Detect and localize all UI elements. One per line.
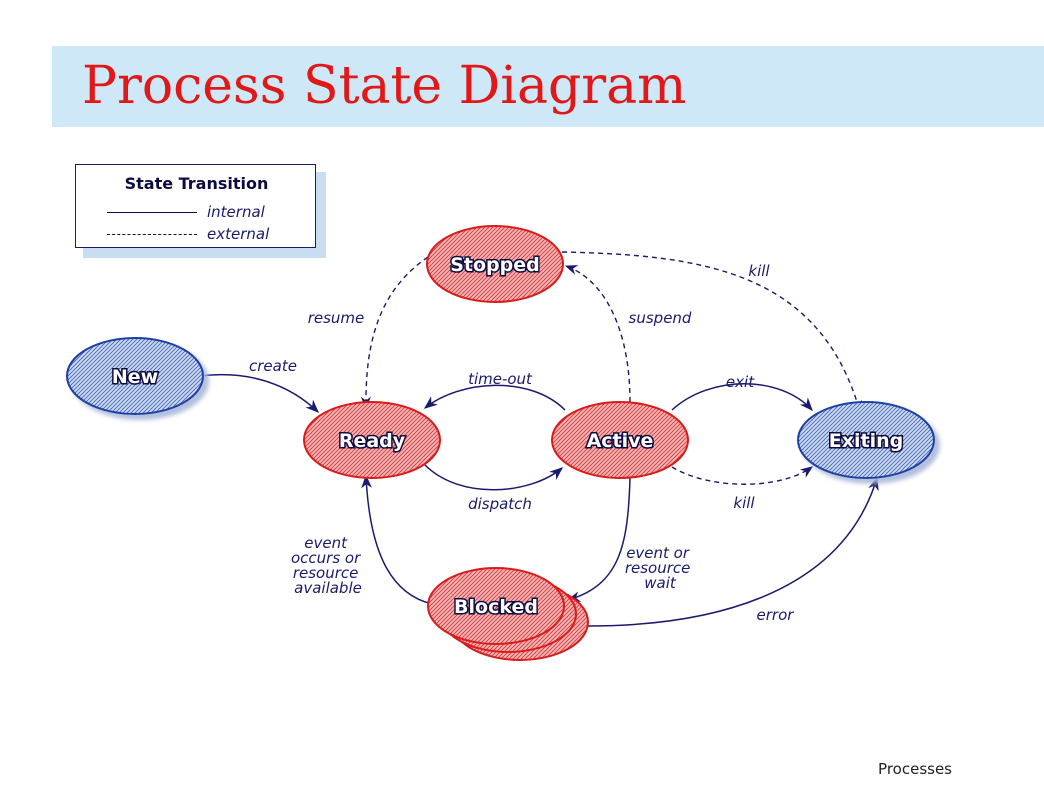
state-stopped-label: Stopped [450, 254, 540, 276]
legend-external-line [107, 234, 197, 235]
legend-internal-label: internal [207, 203, 265, 221]
state-active-label: Active [587, 430, 654, 452]
legend-internal-line [107, 212, 197, 213]
label-event-wait-line1: event or [626, 544, 690, 562]
page-title: Process State Diagram [82, 56, 687, 116]
edge-timeout [423, 384, 566, 411]
state-blocked-label: Blocked [454, 596, 538, 618]
footer-label: Processes [878, 760, 952, 778]
label-error: error [757, 606, 795, 624]
state-exiting-label: Exiting [829, 430, 903, 452]
label-timeout: time-out [468, 370, 533, 388]
title-band: Process State Diagram [52, 46, 1044, 127]
state-ready-label: Ready [339, 430, 406, 452]
legend-title: State Transition [124, 174, 269, 193]
state-stopped: Stopped [426, 225, 564, 303]
state-exiting: Exiting [797, 401, 935, 479]
label-event-occurs-line4: available [294, 579, 362, 597]
edge-error [587, 476, 879, 627]
state-new: New [66, 337, 204, 415]
label-exit: exit [726, 373, 755, 391]
edge-kill-stopped [561, 251, 862, 414]
legend-external-label: external [207, 225, 270, 243]
state-ready: Ready [303, 401, 441, 479]
state-blocked: Blocked [427, 567, 589, 661]
edges-internal [199, 373, 879, 627]
label-dispatch: dispatch [468, 495, 532, 513]
state-active: Active [551, 401, 689, 479]
edge-dispatch [424, 464, 564, 491]
label-event-occurs-line1: event [304, 534, 348, 552]
edge-resume [360, 256, 429, 410]
edges-external [360, 251, 862, 485]
label-event-occurs: event occurs or resource available [291, 534, 365, 597]
label-event-wait: event or resource wait [625, 544, 695, 592]
label-kill-stopped: kill [748, 262, 770, 280]
label-suspend: suspend [629, 309, 692, 327]
label-event-wait-line2: resource [625, 559, 691, 577]
label-resume: resume [308, 309, 365, 327]
label-event-wait-line3: wait [644, 574, 677, 592]
label-event-occurs-line3: resource [293, 564, 359, 582]
edge-suspend [564, 265, 631, 403]
label-event-occurs-line2: occurs or [291, 549, 361, 567]
transition-labels: create time-out dispatch exit kill kill … [249, 262, 794, 624]
edge-create [199, 373, 319, 413]
state-new-label: New [112, 366, 158, 388]
legend-box: State Transition internal external [75, 164, 316, 248]
edge-event-occurs [361, 474, 433, 605]
edge-event-wait [566, 477, 631, 602]
edge-kill-active [671, 466, 814, 485]
edge-exit [671, 383, 813, 411]
label-kill-active: kill [733, 494, 755, 512]
label-create: create [249, 357, 297, 375]
